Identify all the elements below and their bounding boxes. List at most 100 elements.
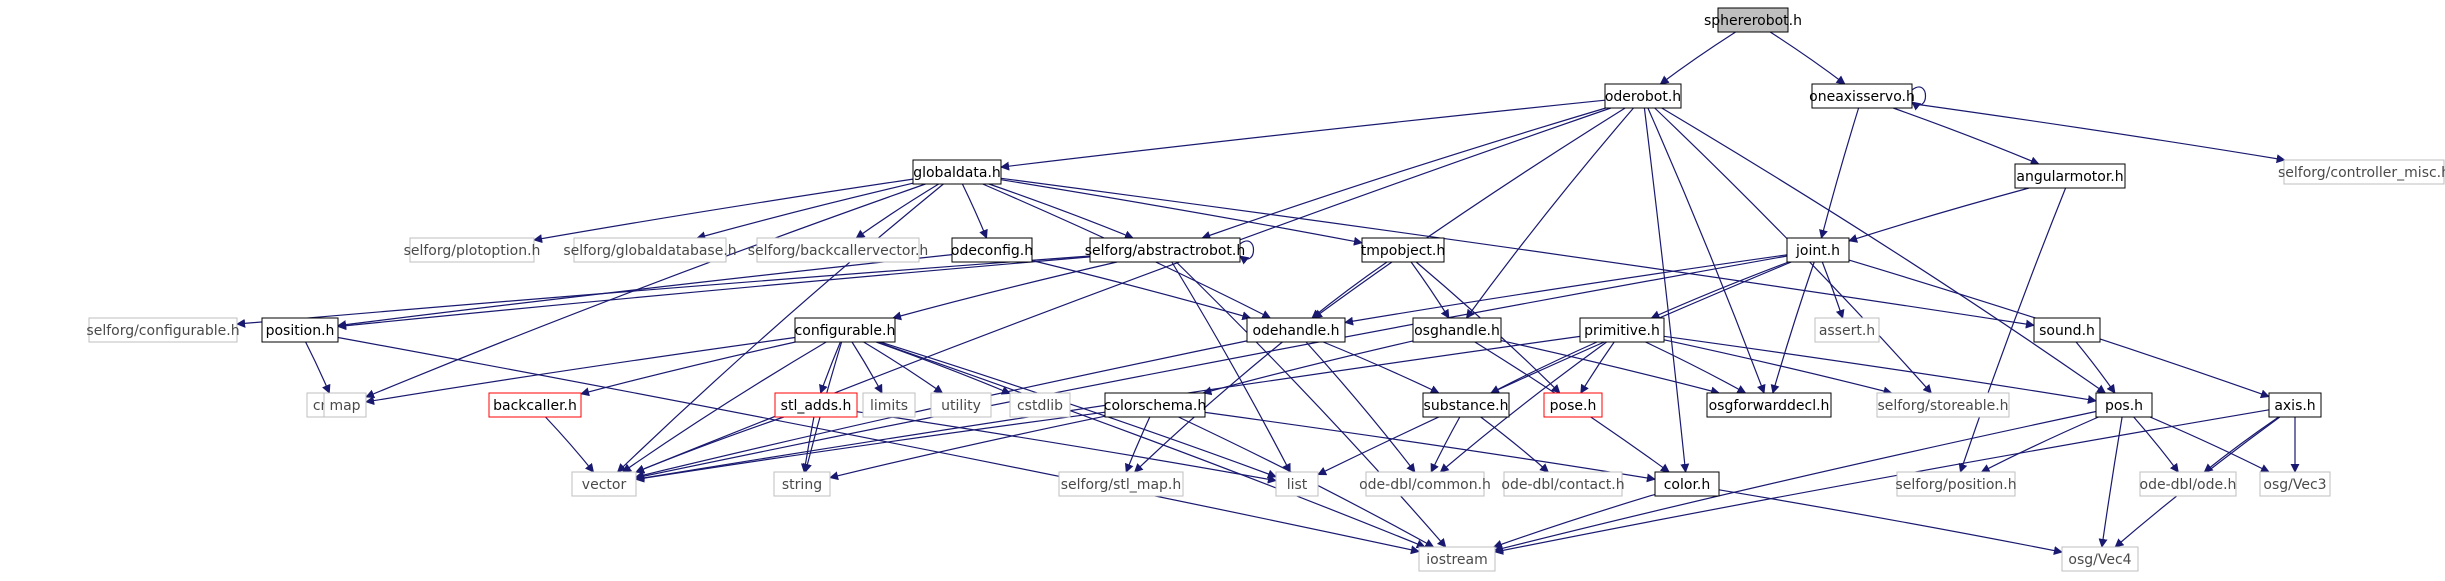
edge-globaldata-to-odeconfig (961, 183, 988, 239)
edge-primitive-to-pos (1663, 335, 2097, 404)
edge-stl_adds-to-string (800, 416, 815, 473)
edge-odehandle-to-ode_common (1305, 341, 1416, 473)
node-label: selforg/abstractrobot.h (1085, 243, 1245, 259)
node-box (794, 317, 896, 343)
node-box (1365, 471, 1485, 497)
node-box (1412, 317, 1502, 343)
node-pose[interactable]: pose.h (1543, 392, 1603, 418)
edge-globaldata-to-globaldatabase (696, 182, 914, 241)
edge-axis-to-iostream (1494, 409, 2270, 555)
node-label: primitive.h (1584, 323, 1660, 339)
node-box (756, 237, 920, 263)
edge-globaldata-to-plotoption (533, 178, 914, 244)
edge-abstractrobot-to-abstractrobot (1239, 240, 1255, 265)
node-pos[interactable]: pos.h (2095, 392, 2153, 418)
node-box (2033, 317, 2101, 343)
node-colorschema[interactable]: colorschema.h (1104, 392, 1207, 418)
node-angularmotor[interactable]: angularmotor.h (2014, 163, 2126, 189)
node-osg_vec3: osg/Vec3 (2259, 471, 2331, 497)
edge-oneaxis-to-angularmotor (1892, 107, 2040, 166)
node-utility: utility (930, 392, 992, 418)
node-oneaxis[interactable]: oneaxisservo.h (1809, 83, 1915, 109)
node-tmpobject[interactable]: tmpobject.h (1361, 237, 1445, 263)
node-box (2283, 159, 2445, 185)
node-ode_common: ode-dbl/common.h (1359, 471, 1491, 497)
node-odeconfig[interactable]: odeconfig.h (951, 237, 1033, 263)
edge-abstractrobot-to-position (337, 256, 1091, 331)
node-osghandle[interactable]: osghandle.h (1412, 317, 1502, 343)
node-label: utility (941, 398, 981, 414)
node-box (1009, 392, 1071, 418)
node-configurable[interactable]: configurable.h (794, 317, 896, 343)
node-box (573, 237, 727, 263)
node-ode_contact: ode-dbl/contact.h (1501, 471, 1625, 497)
edge-angularmotor-to-joint (1848, 187, 2030, 243)
node-abstractrobot[interactable]: selforg/abstractrobot.h (1085, 237, 1245, 263)
node-label: ode-dbl/common.h (1359, 477, 1491, 493)
node-substance[interactable]: substance.h (1422, 392, 1510, 418)
node-label: pos.h (2105, 398, 2143, 414)
node-label: ode-dbl/ode.h (2140, 477, 2237, 493)
edge-globaldata-to-sound (1000, 177, 2035, 329)
node-label: backcaller.h (493, 398, 577, 414)
node-box (1876, 392, 2010, 418)
node-odehandle[interactable]: odehandle.h (1246, 317, 1346, 343)
node-sound[interactable]: sound.h (2033, 317, 2101, 343)
edge-joint-to-vector (635, 255, 1788, 481)
node-oderobot[interactable]: oderobot.h (1604, 83, 1682, 109)
node-label: selforg/stl_map.h (1061, 477, 1182, 493)
node-box (1418, 546, 1496, 572)
edge-configurable-to-utility (863, 341, 944, 394)
node-label: osg/Vec3 (2263, 477, 2326, 493)
edge-oderobot-to-odehandle (1313, 107, 1626, 319)
node-box (1543, 392, 1603, 418)
node-position[interactable]: position.h (261, 317, 339, 343)
edge-odeconfig-to-odehandle (1031, 259, 1252, 321)
edge-joint-to-odehandle (1344, 254, 1788, 326)
node-box (1786, 237, 1850, 263)
node-box (2061, 546, 2139, 572)
node-label: angularmotor.h (2016, 169, 2123, 185)
node-spherero[interactable]: sphererobot.h (1704, 7, 1802, 33)
node-label: sound.h (2039, 323, 2095, 339)
node-label: selforg/plotoption.h (404, 243, 541, 259)
node-backcaller[interactable]: backcaller.h (488, 392, 582, 418)
node-axis[interactable]: axis.h (2268, 392, 2322, 418)
node-box (1104, 392, 1206, 418)
node-box (488, 392, 582, 418)
node-label: ode-dbl/contact.h (1501, 477, 1624, 493)
edge-oderobot-to-globaldata (1000, 99, 1606, 171)
edge-substance-to-ode_contact (1480, 416, 1549, 473)
node-box (1275, 471, 1319, 497)
node-box (951, 237, 1033, 263)
edge-globaldata-to-backcallervector (855, 183, 940, 239)
node-label: globaldata.h (913, 165, 1001, 181)
node-box (1811, 83, 1913, 109)
node-label: osg/Vec4 (2068, 552, 2131, 568)
node-globaldata[interactable]: globaldata.h (912, 159, 1002, 185)
node-label: colorschema.h (1104, 398, 1207, 414)
node-stl_adds[interactable]: stl_adds.h (774, 392, 858, 418)
edge-globaldata-to-abstractrobot (988, 183, 1134, 240)
node-label: tmpobject.h (1361, 243, 1445, 259)
edge-joint-to-primitive (1650, 261, 1789, 319)
node-osgforwarddecl[interactable]: osgforwarddecl.h (1706, 392, 1832, 418)
node-box (2095, 392, 2153, 418)
node-joint[interactable]: joint.h (1786, 237, 1850, 263)
node-box (2268, 392, 2322, 418)
edge-abstractrobot-to-list (1171, 261, 1291, 473)
node-primitive[interactable]: primitive.h (1579, 317, 1665, 343)
node-label: odeconfig.h (951, 243, 1033, 259)
node-color[interactable]: color.h (1654, 471, 1720, 497)
node-label: selforg/position.h (1895, 477, 2016, 493)
node-box (1246, 317, 1346, 343)
node-label: configurable.h (795, 323, 896, 339)
node-label: limits (870, 398, 908, 414)
edge-tmpobject-to-odehandle (1311, 261, 1388, 319)
edge-oderobot-to-osghandle (1465, 107, 1634, 319)
node-box (1706, 392, 1832, 418)
node-label: selforg/configurable.h (86, 323, 239, 339)
node-label: selforg/controller_misc.h (2278, 165, 2445, 181)
node-assert: assert.h (1814, 317, 1880, 343)
